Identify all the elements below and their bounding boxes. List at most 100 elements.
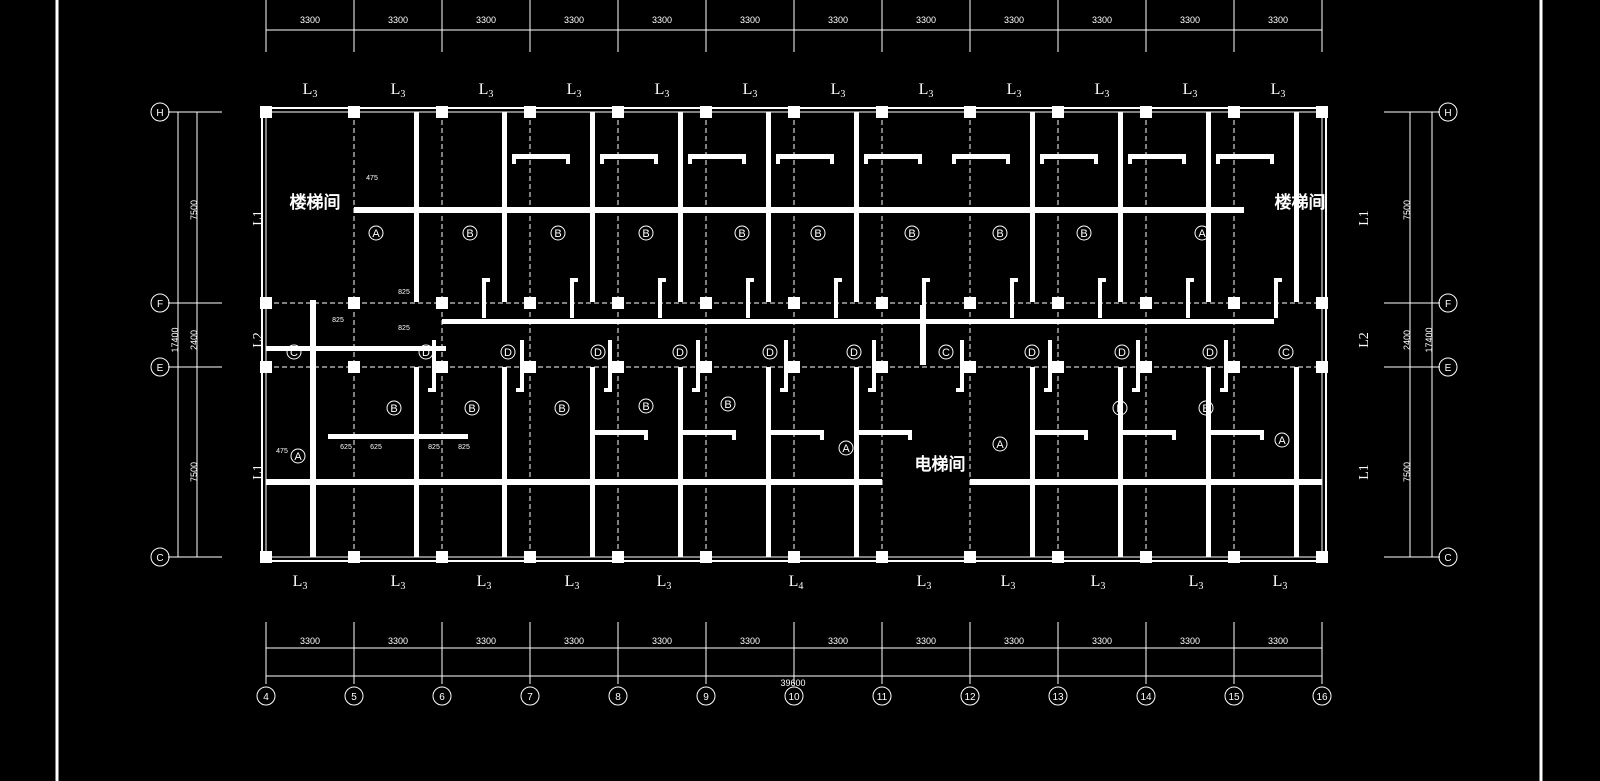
top-beam-label: L3 xyxy=(391,81,406,100)
axis-bubble-label: 15 xyxy=(1228,692,1240,703)
lintel-end xyxy=(1182,154,1186,164)
lintel-end xyxy=(766,430,770,440)
slab-mark-circle xyxy=(1194,225,1210,241)
column xyxy=(436,297,448,309)
column xyxy=(1316,106,1328,118)
beam-vertical xyxy=(1118,112,1123,302)
row-dim-left-e-c: 7500 xyxy=(189,462,199,482)
beam-vertical xyxy=(414,367,419,557)
bottom-beam-label: L3 xyxy=(565,573,580,592)
top-dim-value: 3300 xyxy=(652,15,672,25)
slab-mark-letter: B xyxy=(466,228,473,240)
bottom-dim-value: 3300 xyxy=(1268,636,1288,646)
bracket-beam xyxy=(428,388,436,392)
slab-mark-circle xyxy=(368,225,384,241)
bottom-total-dimension: 39600 xyxy=(780,678,805,688)
column xyxy=(964,361,976,373)
lintel-end xyxy=(1118,430,1122,440)
axis-bubble-label: 14 xyxy=(1140,692,1152,703)
column xyxy=(876,551,888,563)
axis-bubble xyxy=(256,686,276,706)
lintel-end xyxy=(644,430,648,440)
slab-mark-circle xyxy=(938,344,954,360)
slab-mark-letter: D xyxy=(850,347,858,359)
bracket-beam xyxy=(432,340,436,392)
column xyxy=(1316,551,1328,563)
beam-vertical xyxy=(678,367,683,557)
top-dim-value: 3300 xyxy=(1268,15,1288,25)
bracket-beam xyxy=(1186,278,1194,282)
slab-mark-letter: B xyxy=(996,228,1003,240)
bottom-beam-label: L3 xyxy=(1001,573,1016,592)
beam-vertical xyxy=(590,112,595,302)
column xyxy=(260,106,272,118)
column xyxy=(964,106,976,118)
column xyxy=(1228,297,1240,309)
axis-bubble-label: F xyxy=(157,299,163,310)
side-beam-left-bottom: L1 xyxy=(251,464,266,480)
lintel-end xyxy=(654,154,658,164)
slab-mark-circle xyxy=(992,225,1008,241)
slab-mark-circle xyxy=(1076,225,1092,241)
axis-bubble xyxy=(696,686,716,706)
lintel-end xyxy=(952,154,956,164)
note-6: 625 xyxy=(370,444,382,451)
column xyxy=(876,106,888,118)
slab-mark-circle xyxy=(638,398,654,414)
beam-vertical xyxy=(1030,112,1035,302)
axis-bubble xyxy=(1438,102,1458,122)
column xyxy=(348,297,360,309)
axis-bubble-label: 6 xyxy=(439,692,445,703)
slab-mark-circle xyxy=(1202,344,1218,360)
slab-mark-circle xyxy=(500,344,516,360)
top-dim-value: 3300 xyxy=(476,15,496,25)
axis-bubble xyxy=(1224,686,1244,706)
row-dim-right-f-e: 2400 xyxy=(1402,330,1412,350)
dimension-lines: 3300 3300 3300 3300 3300 3300 3300 3300 3300 3300… xyxy=(150,0,1458,706)
top-dim-value: 3300 xyxy=(828,15,848,25)
bottom-dim-value: 3300 xyxy=(652,636,672,646)
room-label-stair-right: 楼梯间 xyxy=(1275,192,1326,213)
beam-vertical xyxy=(414,112,419,302)
bottom-beam-label: L3 xyxy=(293,573,308,592)
beam-vertical xyxy=(1030,367,1035,557)
bottom-dim-value: 3300 xyxy=(1180,636,1200,646)
slab-mark-circle xyxy=(720,396,736,412)
slab-mark-circle xyxy=(810,225,826,241)
slab-mark-letter: B xyxy=(558,403,565,415)
column xyxy=(788,361,800,373)
bracket-beam xyxy=(1186,278,1190,318)
note-2: 825 xyxy=(398,289,410,296)
row-dim-left-total: 17400 xyxy=(170,327,180,352)
top-beam-label: L3 xyxy=(1271,81,1286,100)
bottom-beam-label: L3 xyxy=(391,573,406,592)
bottom-dim-value: 3300 xyxy=(916,636,936,646)
top-dim-value: 3300 xyxy=(1004,15,1024,25)
axis-bubble xyxy=(1438,547,1458,567)
beam-vertical xyxy=(854,367,859,557)
axis-bubble-label: E xyxy=(1445,363,1452,374)
axis-bubble-label: H xyxy=(1444,108,1451,119)
lintel-beam xyxy=(600,154,658,159)
top-beam-label: L3 xyxy=(743,81,758,100)
axis-bubble xyxy=(1438,357,1458,377)
slab-mark-letter: B xyxy=(724,399,731,411)
column xyxy=(348,106,360,118)
bracket-beam xyxy=(1136,340,1140,392)
column xyxy=(348,361,360,373)
slab-mark-circle xyxy=(1198,400,1214,416)
bottom-dim-value: 3300 xyxy=(740,636,760,646)
column xyxy=(788,551,800,563)
bracket-beam xyxy=(516,388,524,392)
note-4: 825 xyxy=(332,317,344,324)
bracket-beam xyxy=(692,388,700,392)
axis-bubble-label: 16 xyxy=(1316,692,1328,703)
lintel-beam xyxy=(1206,430,1264,435)
bottom-dim-value: 3300 xyxy=(476,636,496,646)
lintel-beam xyxy=(1128,154,1186,159)
column xyxy=(612,361,624,373)
axis-bubble-label: 7 xyxy=(527,692,533,703)
